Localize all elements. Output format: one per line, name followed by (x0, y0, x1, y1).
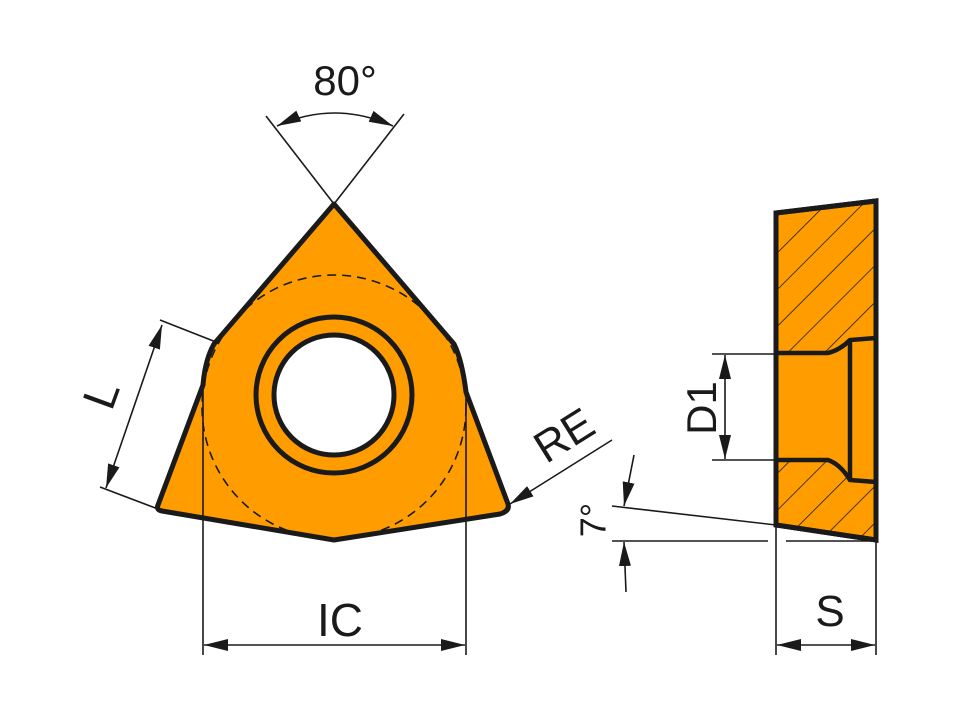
angle-line-right (333, 113, 405, 205)
l-extension-top (159, 319, 217, 343)
clearance-arrow-top (622, 454, 635, 507)
l-dimension-line (105, 324, 163, 489)
l-extension-bottom (99, 486, 159, 510)
d1-label: D1 (678, 381, 725, 435)
re-leader (509, 439, 613, 505)
clearance-arrow-bottom (618, 541, 631, 593)
angle-label: 80° (313, 57, 377, 104)
top-view: 80° L RE IC (72, 57, 613, 655)
clearance-angle-label: 7° (573, 503, 614, 537)
clearance-angle-line (611, 505, 777, 526)
angle-arc (276, 110, 394, 127)
angle-line-left (265, 115, 335, 205)
ic-label: IC (317, 594, 363, 646)
s-label: S (815, 587, 844, 636)
l-label: L (72, 374, 130, 416)
side-view: D1 7° S (573, 198, 879, 655)
re-label: RE (525, 399, 603, 473)
center-hole (271, 332, 397, 458)
